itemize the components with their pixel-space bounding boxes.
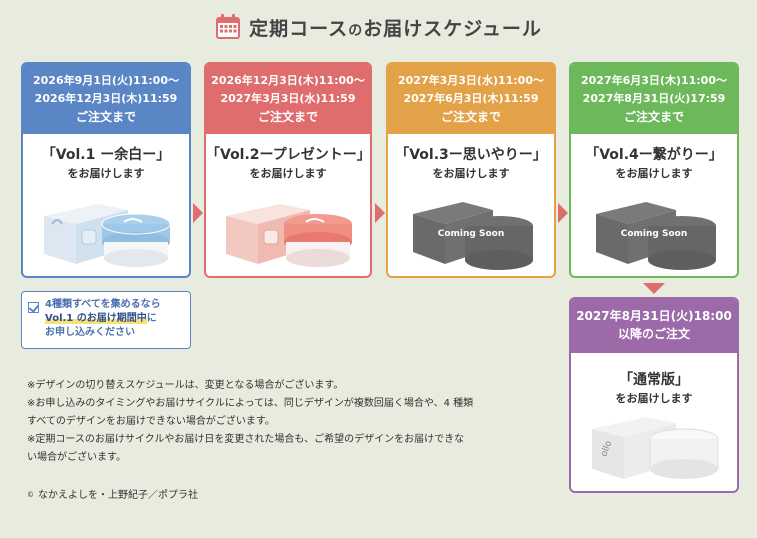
schedule-card-vol1: 2026年9月1日(火)11:00～ 2026年12月3日(木)11:59 ご注…	[21, 62, 191, 278]
disclaimer-line: い場合がございます。	[27, 452, 126, 463]
deliver-label: をお届けします	[67, 167, 145, 180]
disclaimer-line: ※デザインの切り替えスケジュールは、変更となる場合がございます。	[27, 380, 344, 391]
coming-soon-placeholder-image: Coming Soon	[413, 202, 533, 270]
card-period-header: 2027年8月31日(火)18:00 以降のご注文	[571, 299, 737, 353]
present-balm-jar-image	[226, 204, 352, 267]
collect-all-note: 4種類すべてを集めるなら Vol.1 のお届け期間中に お申し込みください	[21, 291, 191, 349]
card-period-header: 2027年3月3日(水)11:00～ 2027年6月3日(木)11:59 ご注文…	[388, 64, 554, 134]
arrow-down-icon	[643, 283, 665, 294]
schedule-card-vol4: 2027年6月3日(木)11:00～ 2027年8月31日(火)17:59 ご注…	[569, 62, 739, 278]
calendar-icon	[216, 14, 241, 39]
arrow-right-icon	[193, 203, 203, 223]
page-title: 定期コースのお届けスケジュール	[0, 10, 757, 44]
deliver-label: をお届けします	[432, 167, 510, 180]
arrow-right-icon	[375, 203, 385, 223]
card-period-header: 2026年12月3日(木)11:00～ 2027年3月3日(水)11:59 ご注…	[206, 64, 370, 134]
card-period-header: 2026年9月1日(火)11:00～ 2026年12月3日(木)11:59 ご注…	[23, 64, 189, 134]
arrow-right-icon	[558, 203, 568, 223]
regular-balm-jar-image: ollo	[592, 417, 719, 479]
vol-title: 「通常版」	[619, 372, 689, 388]
deliver-label: をお届けします	[615, 392, 693, 405]
coming-soon-label: Coming Soon	[438, 229, 505, 239]
vol-title: 「Vol.2ープレゼントー」	[206, 147, 371, 163]
disclaimer-line: ※定期コースのお届けサイクルやお届け日を変更された場合も、ご希望のデザインをお届…	[27, 434, 465, 445]
elephant-balm-jar-image	[44, 204, 171, 267]
schedule-card-vol2: 2026年12月3日(木)11:00～ 2027年3月3日(水)11:59 ご注…	[204, 62, 372, 278]
checkbox-icon	[28, 302, 39, 313]
copyright-mark: ©	[27, 491, 34, 499]
disclaimer-block: ※デザインの切り替えスケジュールは、変更となる場合がございます。 ※お申し込みの…	[27, 377, 557, 467]
vol-title: 「Vol.1 ー余白ー」	[41, 147, 171, 163]
coming-soon-placeholder-image: Coming Soon	[596, 202, 716, 270]
deliver-label: をお届けします	[615, 167, 693, 180]
coming-soon-label: Coming Soon	[621, 229, 688, 239]
disclaimer-line: ※お申し込みのタイミングやお届けサイクルによっては、同じデザインが複数回届く場合…	[27, 398, 474, 409]
schedule-card-regular: 2027年8月31日(火)18:00 以降のご注文 「通常版」 をお届けします …	[569, 297, 739, 493]
card-period-header: 2027年6月3日(木)11:00～ 2027年8月31日(火)17:59 ご注…	[571, 64, 737, 134]
schedule-card-vol3: 2027年3月3日(水)11:00～ 2027年6月3日(木)11:59 ご注文…	[386, 62, 556, 278]
copyright: ©なかえよしを・上野紀子／ポプラ社	[27, 490, 198, 501]
vol-title: 「Vol.4ー繋がりー」	[585, 147, 723, 163]
highlight-text: Vol.1 のお届け期間中	[45, 313, 147, 324]
vol-title: 「Vol.3ー思いやりー」	[395, 147, 547, 163]
title-text: 定期コースのお届けスケジュール	[249, 17, 542, 40]
deliver-label: をお届けします	[249, 167, 327, 180]
disclaimer-line: すべてのデザインをお届けできない場合がございます。	[27, 416, 275, 427]
